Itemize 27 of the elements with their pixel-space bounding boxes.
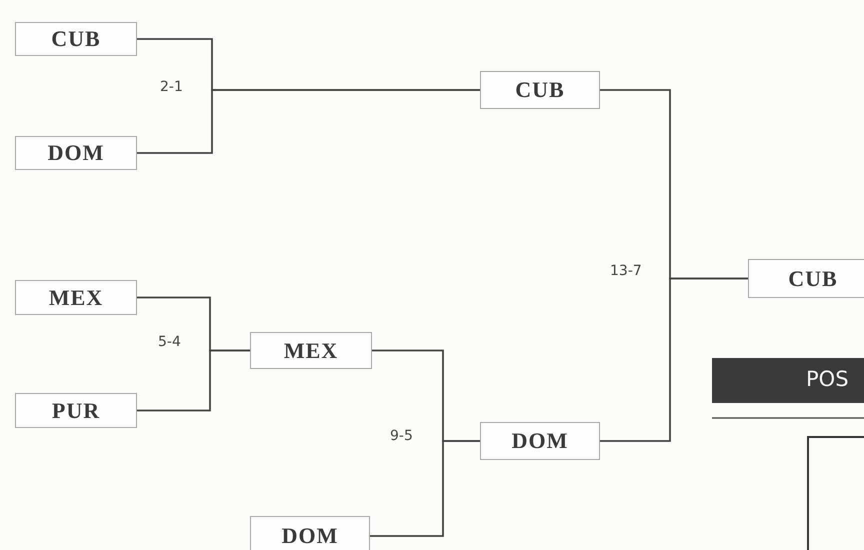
team-code: PUR xyxy=(52,398,100,424)
team-box xyxy=(250,332,372,369)
team-box xyxy=(480,422,600,460)
score: 13-7 xyxy=(610,263,642,279)
team-box xyxy=(748,259,864,298)
bracket-line xyxy=(600,278,748,442)
team-box xyxy=(15,280,137,315)
team-code: DOM xyxy=(512,428,568,454)
team-box xyxy=(15,393,137,428)
team-box xyxy=(480,71,600,109)
team-box xyxy=(15,136,137,170)
score: 5-4 xyxy=(158,334,181,350)
bracket-line xyxy=(137,89,480,154)
team-code: CUB xyxy=(515,77,565,103)
team-code: CUB xyxy=(788,266,838,292)
bracket-line xyxy=(137,350,250,412)
team-box xyxy=(250,516,370,550)
banner-title: POS xyxy=(806,367,849,391)
team-code: MEX xyxy=(48,284,104,310)
bracket-line xyxy=(370,440,480,537)
team-code: CUB xyxy=(51,26,101,52)
team-code: DOM xyxy=(48,140,104,166)
team-box xyxy=(15,22,137,56)
team-code: MEX xyxy=(284,338,338,364)
team-code: DOM xyxy=(282,523,338,549)
score: 9-5 xyxy=(390,428,413,444)
score: 2-1 xyxy=(160,79,183,95)
